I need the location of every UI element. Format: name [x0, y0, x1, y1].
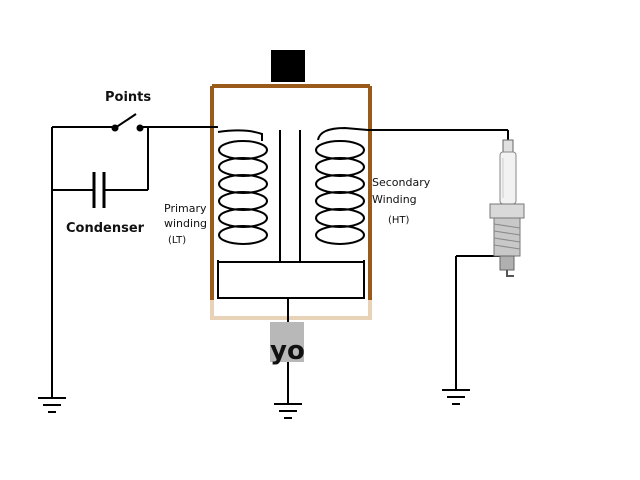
ground-symbol-right — [442, 389, 470, 405]
condenser-label: Condenser — [66, 221, 145, 236]
secondary-winding-label-line3: (HT) — [388, 215, 410, 226]
iron-core — [279, 130, 301, 262]
ground-symbol-middle — [274, 362, 302, 419]
secondary-winding-label-line1: Secondary — [372, 176, 431, 189]
ground-symbol-left — [38, 397, 66, 413]
coil-top-terminal — [271, 50, 305, 82]
coil-housing — [210, 84, 372, 320]
primary-winding-label-line1: Primary — [164, 202, 207, 215]
spark-plug — [489, 139, 525, 277]
watermark-text: yo — [270, 336, 305, 366]
primary-winding-coil — [217, 129, 268, 245]
primary-circuit-wiring — [51, 126, 218, 398]
points-label: Points — [105, 90, 151, 105]
points-switch — [111, 113, 144, 132]
coil-common-connection — [217, 260, 365, 322]
primary-winding-label-line3: (LT) — [168, 235, 186, 246]
secondary-circuit-wiring — [368, 129, 509, 390]
secondary-winding-label-line2: Winding — [372, 193, 417, 206]
condenser-capacitor — [92, 172, 106, 208]
secondary-winding-coil — [315, 126, 369, 245]
coil-base-block — [270, 322, 304, 362]
primary-winding-label-line2: winding — [164, 217, 207, 230]
